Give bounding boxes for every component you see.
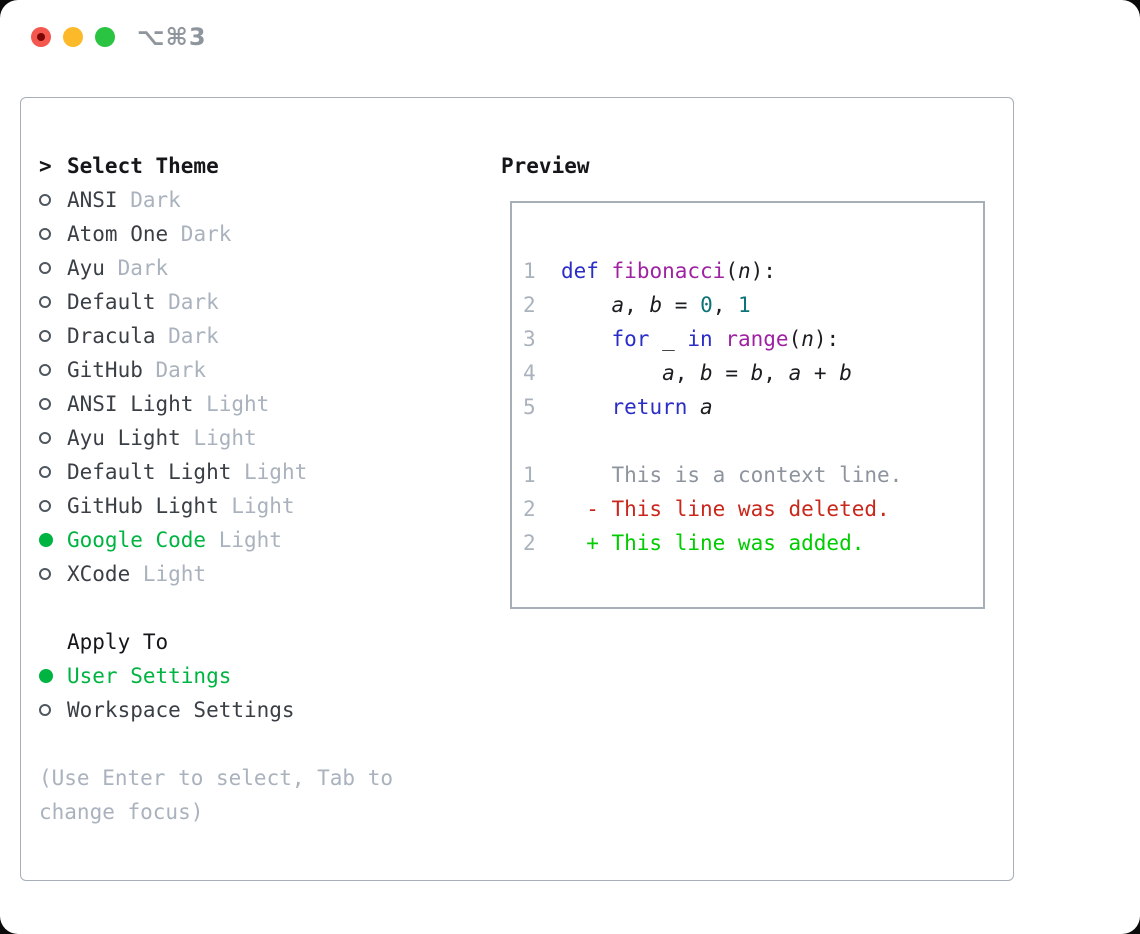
titlebar: ⌥⌘3	[0, 0, 1140, 75]
theme-option[interactable]: GitHub Dark	[39, 353, 393, 387]
radio-icon	[39, 364, 51, 376]
theme-variant: Light	[180, 426, 257, 450]
code-line: 5 return a	[523, 395, 713, 419]
theme-variant: Dark	[117, 188, 181, 212]
theme-name: Default Light	[67, 460, 232, 484]
close-dot-icon	[37, 33, 45, 41]
theme-option[interactable]: ANSI Dark	[39, 183, 393, 217]
theme-variant: Light	[193, 392, 270, 416]
theme-option[interactable]: Default Light Light	[39, 455, 393, 489]
theme-name: ANSI Light	[67, 392, 194, 416]
theme-name: Atom One	[67, 222, 169, 246]
diff-line-context: 1 This is a context line.	[523, 463, 903, 487]
radio-icon	[39, 466, 51, 478]
theme-name: Ayu Light	[67, 426, 181, 450]
selection-pointer-icon: >	[39, 154, 52, 178]
radio-icon	[39, 194, 51, 206]
theme-list-title: Select Theme	[67, 154, 219, 178]
code-line: 1 def fibonacci(n):	[523, 259, 776, 283]
apply-to-title: Apply To	[67, 630, 169, 654]
theme-variant: Light	[231, 460, 308, 484]
theme-variant: Dark	[142, 358, 207, 382]
theme-name: GitHub	[67, 358, 143, 382]
minimize-button[interactable]	[63, 27, 83, 47]
apply-to-name: Workspace Settings	[67, 698, 295, 722]
theme-option[interactable]: GitHub Light Light	[39, 489, 393, 523]
preview-box: 1 def fibonacci(n): 2 a, b = 0, 1 3 for _ …	[510, 201, 985, 609]
theme-variant: Dark	[104, 256, 169, 280]
theme-option[interactable]: Ayu Light Light	[39, 421, 393, 455]
theme-variant: Light	[206, 528, 282, 552]
radio-icon	[39, 568, 51, 580]
help-text-line1: (Use Enter to select, Tab to	[39, 766, 394, 790]
diff-line-added: 2 + This line was added.	[523, 531, 865, 555]
code-line: 3 for _ in range(n):	[523, 327, 840, 351]
theme-variant: Light	[218, 494, 295, 518]
code-line: 4 a, b = b, a + b	[523, 361, 852, 385]
theme-name: Google Code	[67, 528, 207, 552]
theme-option[interactable]: Google Code Light	[39, 523, 393, 557]
help-text-line2: change focus)	[39, 800, 204, 824]
theme-variant: Dark	[155, 290, 219, 314]
theme-name: ANSI	[67, 188, 118, 212]
theme-name: Dracula	[67, 324, 156, 348]
theme-name: Default	[67, 290, 156, 314]
theme-variant: Dark	[168, 222, 232, 246]
apply-to-option[interactable]: User Settings	[39, 659, 393, 693]
theme-option[interactable]: Ayu Dark	[39, 251, 393, 285]
preview-content: 1 def fibonacci(n): 2 a, b = 0, 1 3 for _ …	[512, 203, 983, 560]
theme-name: Ayu	[67, 256, 105, 280]
code-line	[523, 424, 983, 458]
radio-selected-icon	[39, 669, 53, 683]
code-line: 2 a, b = 0, 1	[523, 293, 751, 317]
theme-name: XCode	[67, 562, 131, 586]
radio-icon	[39, 296, 51, 308]
radio-icon	[39, 262, 51, 274]
radio-icon	[39, 432, 51, 444]
theme-option[interactable]: XCode Light	[39, 557, 393, 591]
theme-option[interactable]: ANSI Light Light	[39, 387, 393, 421]
theme-name: GitHub Light	[67, 494, 219, 518]
theme-variant: Dark	[155, 324, 219, 348]
theme-list-header: > Select Theme	[39, 149, 393, 183]
radio-icon	[39, 500, 51, 512]
zoom-button[interactable]	[95, 27, 115, 47]
theme-option[interactable]: Default Dark	[39, 285, 393, 319]
radio-icon	[39, 398, 51, 410]
apply-to-header: Apply To	[39, 625, 393, 659]
radio-icon	[39, 330, 51, 342]
preview-title: Preview	[501, 154, 590, 178]
diff-line-deleted: 2 - This line was deleted.	[523, 497, 890, 521]
theme-option[interactable]: Dracula Dark	[39, 319, 393, 353]
apply-to-name: User Settings	[67, 664, 232, 688]
theme-option[interactable]: Atom One Dark	[39, 217, 393, 251]
window-title: ⌥⌘3	[137, 23, 207, 51]
radio-icon	[39, 228, 51, 240]
radio-selected-icon	[39, 533, 53, 547]
radio-icon	[39, 704, 51, 716]
close-button[interactable]	[31, 27, 51, 47]
theme-variant: Light	[130, 562, 207, 586]
apply-to-option[interactable]: Workspace Settings	[39, 693, 393, 727]
